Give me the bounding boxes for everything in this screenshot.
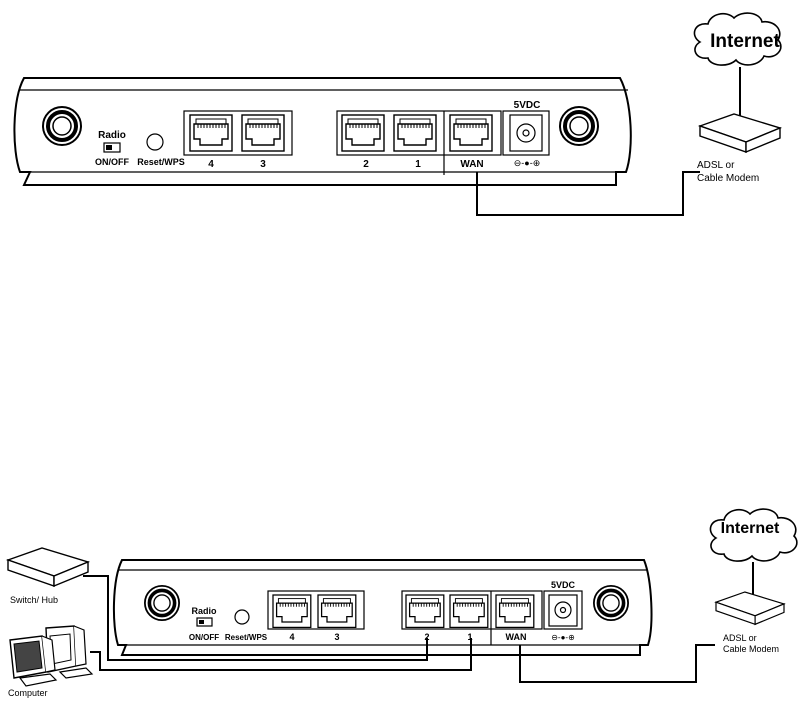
antenna-right-icon bbox=[560, 107, 598, 145]
modem-label-line2: Cable Modem bbox=[697, 173, 759, 184]
port-1-label: 1 bbox=[415, 159, 421, 170]
radio-onoff-label: ON/OFF bbox=[95, 157, 129, 167]
modem-label-line1: ADSL or bbox=[723, 633, 757, 643]
switch-hub-label: Switch/ Hub bbox=[10, 595, 58, 605]
lan-port-1[interactable] bbox=[394, 115, 436, 151]
antenna-left-icon bbox=[145, 586, 179, 620]
router-1: Radio ON/OFF Reset/WPS 4 3 2 1 WAN 5VDC bbox=[14, 78, 630, 185]
port-2-label: 2 bbox=[363, 159, 369, 170]
internet-label: Internet bbox=[710, 31, 780, 52]
lan-port-4[interactable] bbox=[190, 115, 232, 151]
reset-wps-label: Reset/WPS bbox=[137, 157, 185, 167]
wan-label: WAN bbox=[460, 159, 483, 170]
antenna-right-icon bbox=[594, 586, 628, 620]
port-4-label: 4 bbox=[208, 159, 214, 170]
radio-label: Radio bbox=[191, 606, 217, 616]
power-polarity-icon: ⊖-●-⊕ bbox=[551, 633, 575, 642]
wan-port[interactable] bbox=[496, 595, 534, 627]
radio-switch-knob bbox=[106, 145, 112, 150]
diagram-1: Radio ON/OFF Reset/WPS 4 3 2 1 WAN 5VDC bbox=[14, 13, 780, 215]
antenna-left-icon bbox=[43, 107, 81, 145]
port-3-label: 3 bbox=[334, 632, 339, 642]
modem-icon bbox=[700, 114, 780, 152]
radio-onoff-label: ON/OFF bbox=[189, 633, 219, 642]
radio-label: Radio bbox=[98, 130, 126, 141]
reset-wps-button[interactable] bbox=[235, 610, 249, 624]
computer-label: Computer bbox=[8, 688, 48, 698]
modem-label-line1: ADSL or bbox=[697, 160, 735, 171]
lan-port-4[interactable] bbox=[273, 595, 311, 627]
lan-port-2[interactable] bbox=[342, 115, 384, 151]
power-label: 5VDC bbox=[514, 100, 541, 111]
modem-label-line2: Cable Modem bbox=[723, 644, 779, 654]
radio-switch-knob bbox=[199, 620, 204, 624]
switch-hub-icon bbox=[8, 548, 88, 586]
diagram-2: Radio ON/OFF Reset/WPS 4 3 2 1 WAN 5VDC bbox=[8, 509, 797, 698]
power-polarity-icon: ⊖-●-⊕ bbox=[514, 158, 541, 168]
wan-port[interactable] bbox=[450, 115, 492, 151]
modem-icon bbox=[716, 592, 784, 624]
port-4-label: 4 bbox=[289, 632, 294, 642]
reset-wps-button[interactable] bbox=[147, 134, 163, 150]
lan-port-3[interactable] bbox=[242, 115, 284, 151]
power-label: 5VDC bbox=[551, 580, 576, 590]
wan-label: WAN bbox=[506, 632, 527, 642]
port-3-label: 3 bbox=[260, 159, 266, 170]
router-2: Radio ON/OFF Reset/WPS 4 3 2 1 WAN 5VDC bbox=[114, 560, 652, 655]
reset-wps-label: Reset/WPS bbox=[225, 633, 268, 642]
lan-port-1[interactable] bbox=[450, 595, 488, 627]
internet-label: Internet bbox=[721, 520, 780, 537]
lan-port-3[interactable] bbox=[318, 595, 356, 627]
computer-icon bbox=[10, 626, 92, 686]
lan-port-2[interactable] bbox=[406, 595, 444, 627]
